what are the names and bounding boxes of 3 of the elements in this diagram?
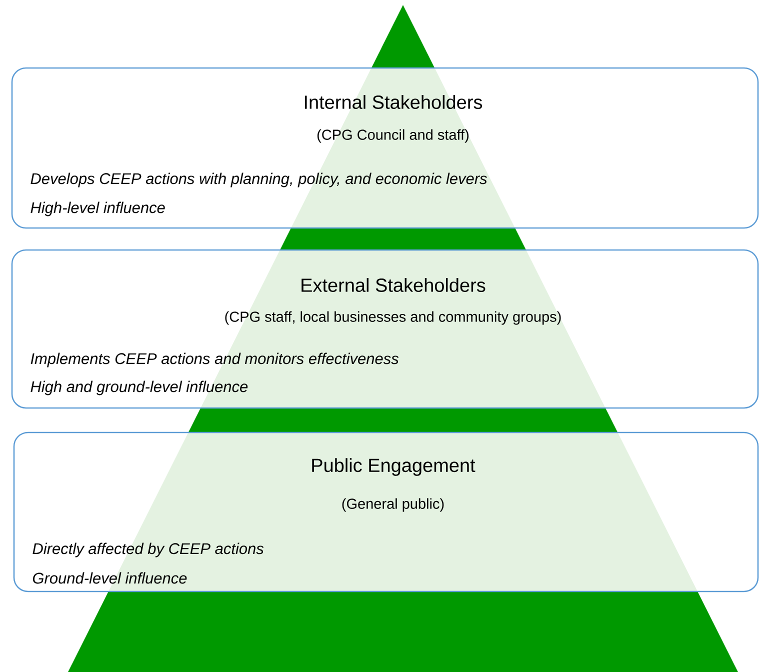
stakeholder-box: External Stakeholders (CPG staff, local businesses and community groups) Implements CEEP actions and monitors effectiveness High and ground-level influence	[11, 249, 759, 409]
stakeholder-box: Public Engagement (General public) Directly affected by CEEP actions Ground-level influence	[13, 432, 759, 592]
stakeholder-box: Internal Stakeholders (CPG Council and staff) Develops CEEP actions with planning, policy, and economic levers High-level influence	[11, 67, 759, 229]
